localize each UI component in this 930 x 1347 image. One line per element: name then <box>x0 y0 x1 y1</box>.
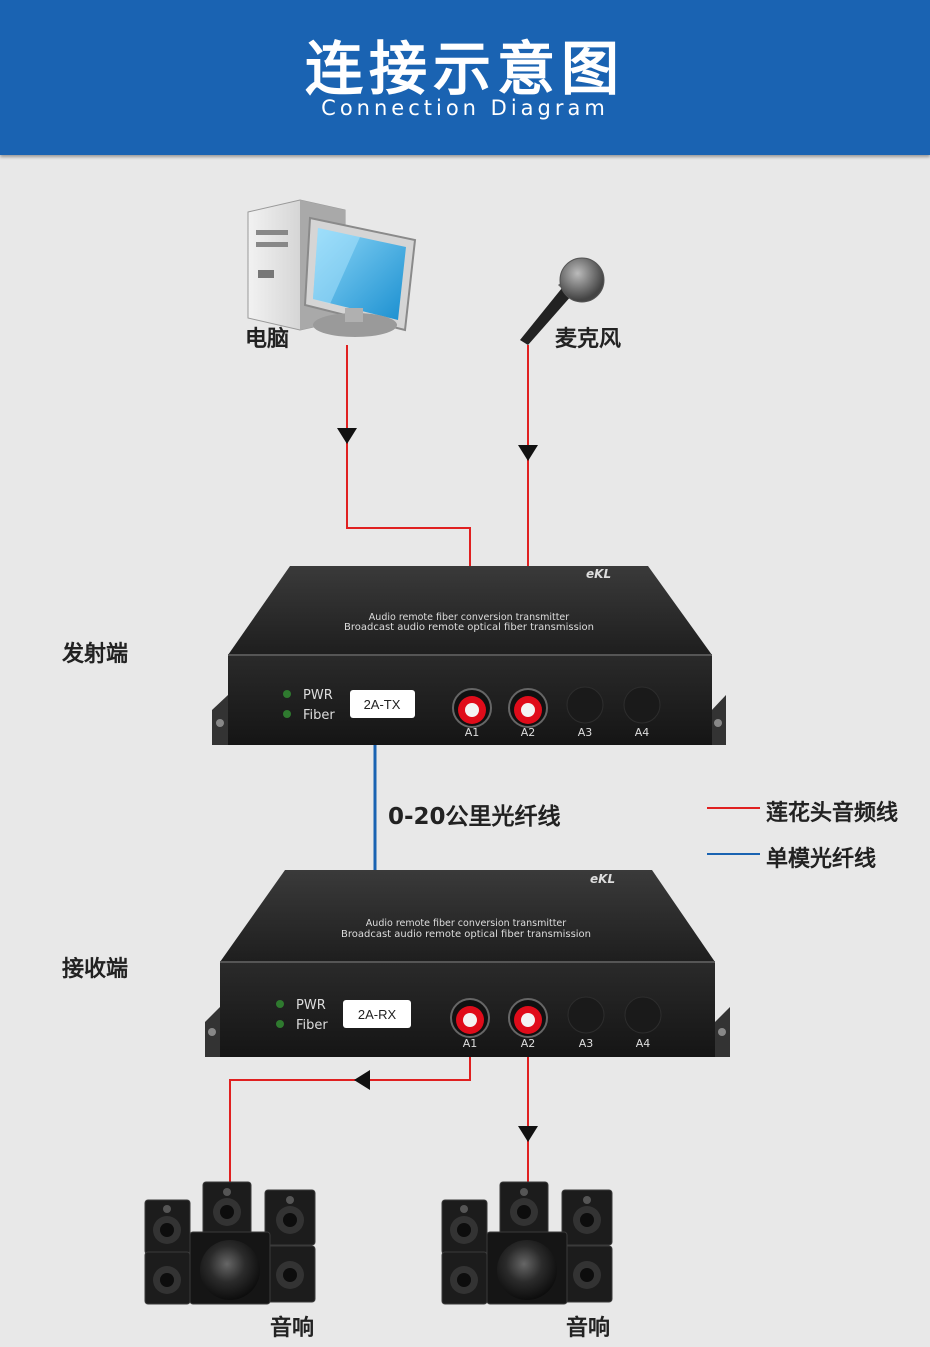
tx-fiber-label: Fiber <box>303 708 335 723</box>
page-subtitle: Connection Diagram <box>321 96 609 120</box>
rx-model-label: 2A-RX <box>358 1007 397 1022</box>
tx-port-a1 <box>452 688 492 728</box>
rx-port-label-a4: A4 <box>636 1037 651 1050</box>
microphone-label: 麦克风 <box>555 327 622 352</box>
speaker-set-right-icon <box>441 1181 613 1305</box>
speaker-set-left-icon <box>144 1181 316 1305</box>
tx-port-a2 <box>508 688 548 728</box>
tx-brand-logo: eKL <box>586 567 611 581</box>
rx-port-a2 <box>508 998 548 1038</box>
microphone-icon <box>520 257 605 345</box>
receiver-side-label: 接收端 <box>62 957 129 982</box>
fiber-distance-label: 0-20公里光纤线 <box>388 804 561 830</box>
tx-top-line1: Audio remote fiber conversion transmitte… <box>369 612 569 623</box>
tx-port-a4 <box>623 686 661 724</box>
rx-port-a1 <box>450 998 490 1038</box>
legend-audio-label: 莲花头音频线 <box>766 801 899 826</box>
transmitter-device: eKL Audio remote fiber conversion transm… <box>212 566 726 745</box>
rx-top-line1: Audio remote fiber conversion transmitte… <box>366 918 566 929</box>
arrow-down-icon <box>518 445 538 461</box>
header-banner: 连接示意图 Connection Diagram <box>0 0 930 155</box>
tx-port-label-a4: A4 <box>635 726 650 739</box>
rx-top-line2: Broadcast audio remote optical fiber tra… <box>341 929 591 940</box>
tx-port-a3 <box>566 686 604 724</box>
rx-port-label-a1: A1 <box>463 1037 478 1050</box>
rx-pwr-label: PWR <box>296 998 326 1013</box>
page-title: 连接示意图 <box>304 35 625 103</box>
rx-port-a3 <box>567 996 605 1034</box>
tx-port-label-a3: A3 <box>578 726 593 739</box>
rx-fiber-label: Fiber <box>296 1018 328 1033</box>
rx-pwr-led-icon <box>276 1000 284 1008</box>
rx-port-label-a3: A3 <box>579 1037 594 1050</box>
tx-top-line2: Broadcast audio remote optical fiber tra… <box>344 622 594 633</box>
arrow-left-icon <box>354 1070 370 1090</box>
rx-a1-to-speaker-left-cable <box>229 1040 471 1185</box>
tx-pwr-label: PWR <box>303 688 333 703</box>
tx-port-label-a1: A1 <box>465 726 480 739</box>
transmitter-side-label: 发射端 <box>62 642 129 667</box>
speaker-left-label: 音响 <box>270 1316 315 1341</box>
legend-fiber-label: 单模光纤线 <box>766 847 877 872</box>
receiver-device: eKL Audio remote fiber conversion transm… <box>205 870 730 1057</box>
rx-port-a4 <box>624 996 662 1034</box>
cable-arrows <box>337 428 538 1142</box>
computer-icon <box>247 199 417 337</box>
rx-brand-logo: eKL <box>590 872 615 886</box>
arrow-down-icon <box>518 1126 538 1142</box>
rx-fiber-led-icon <box>276 1020 284 1028</box>
tx-model-label: 2A-TX <box>364 697 401 712</box>
tx-fiber-led-icon <box>283 710 291 718</box>
tx-port-label-a2: A2 <box>521 726 536 739</box>
rx-port-label-a2: A2 <box>521 1037 536 1050</box>
audio-cables <box>229 345 529 1185</box>
tx-pwr-led-icon <box>283 690 291 698</box>
computer-label: 电脑 <box>245 327 290 352</box>
arrow-down-icon <box>337 428 357 444</box>
speaker-right-label: 音响 <box>566 1316 611 1341</box>
